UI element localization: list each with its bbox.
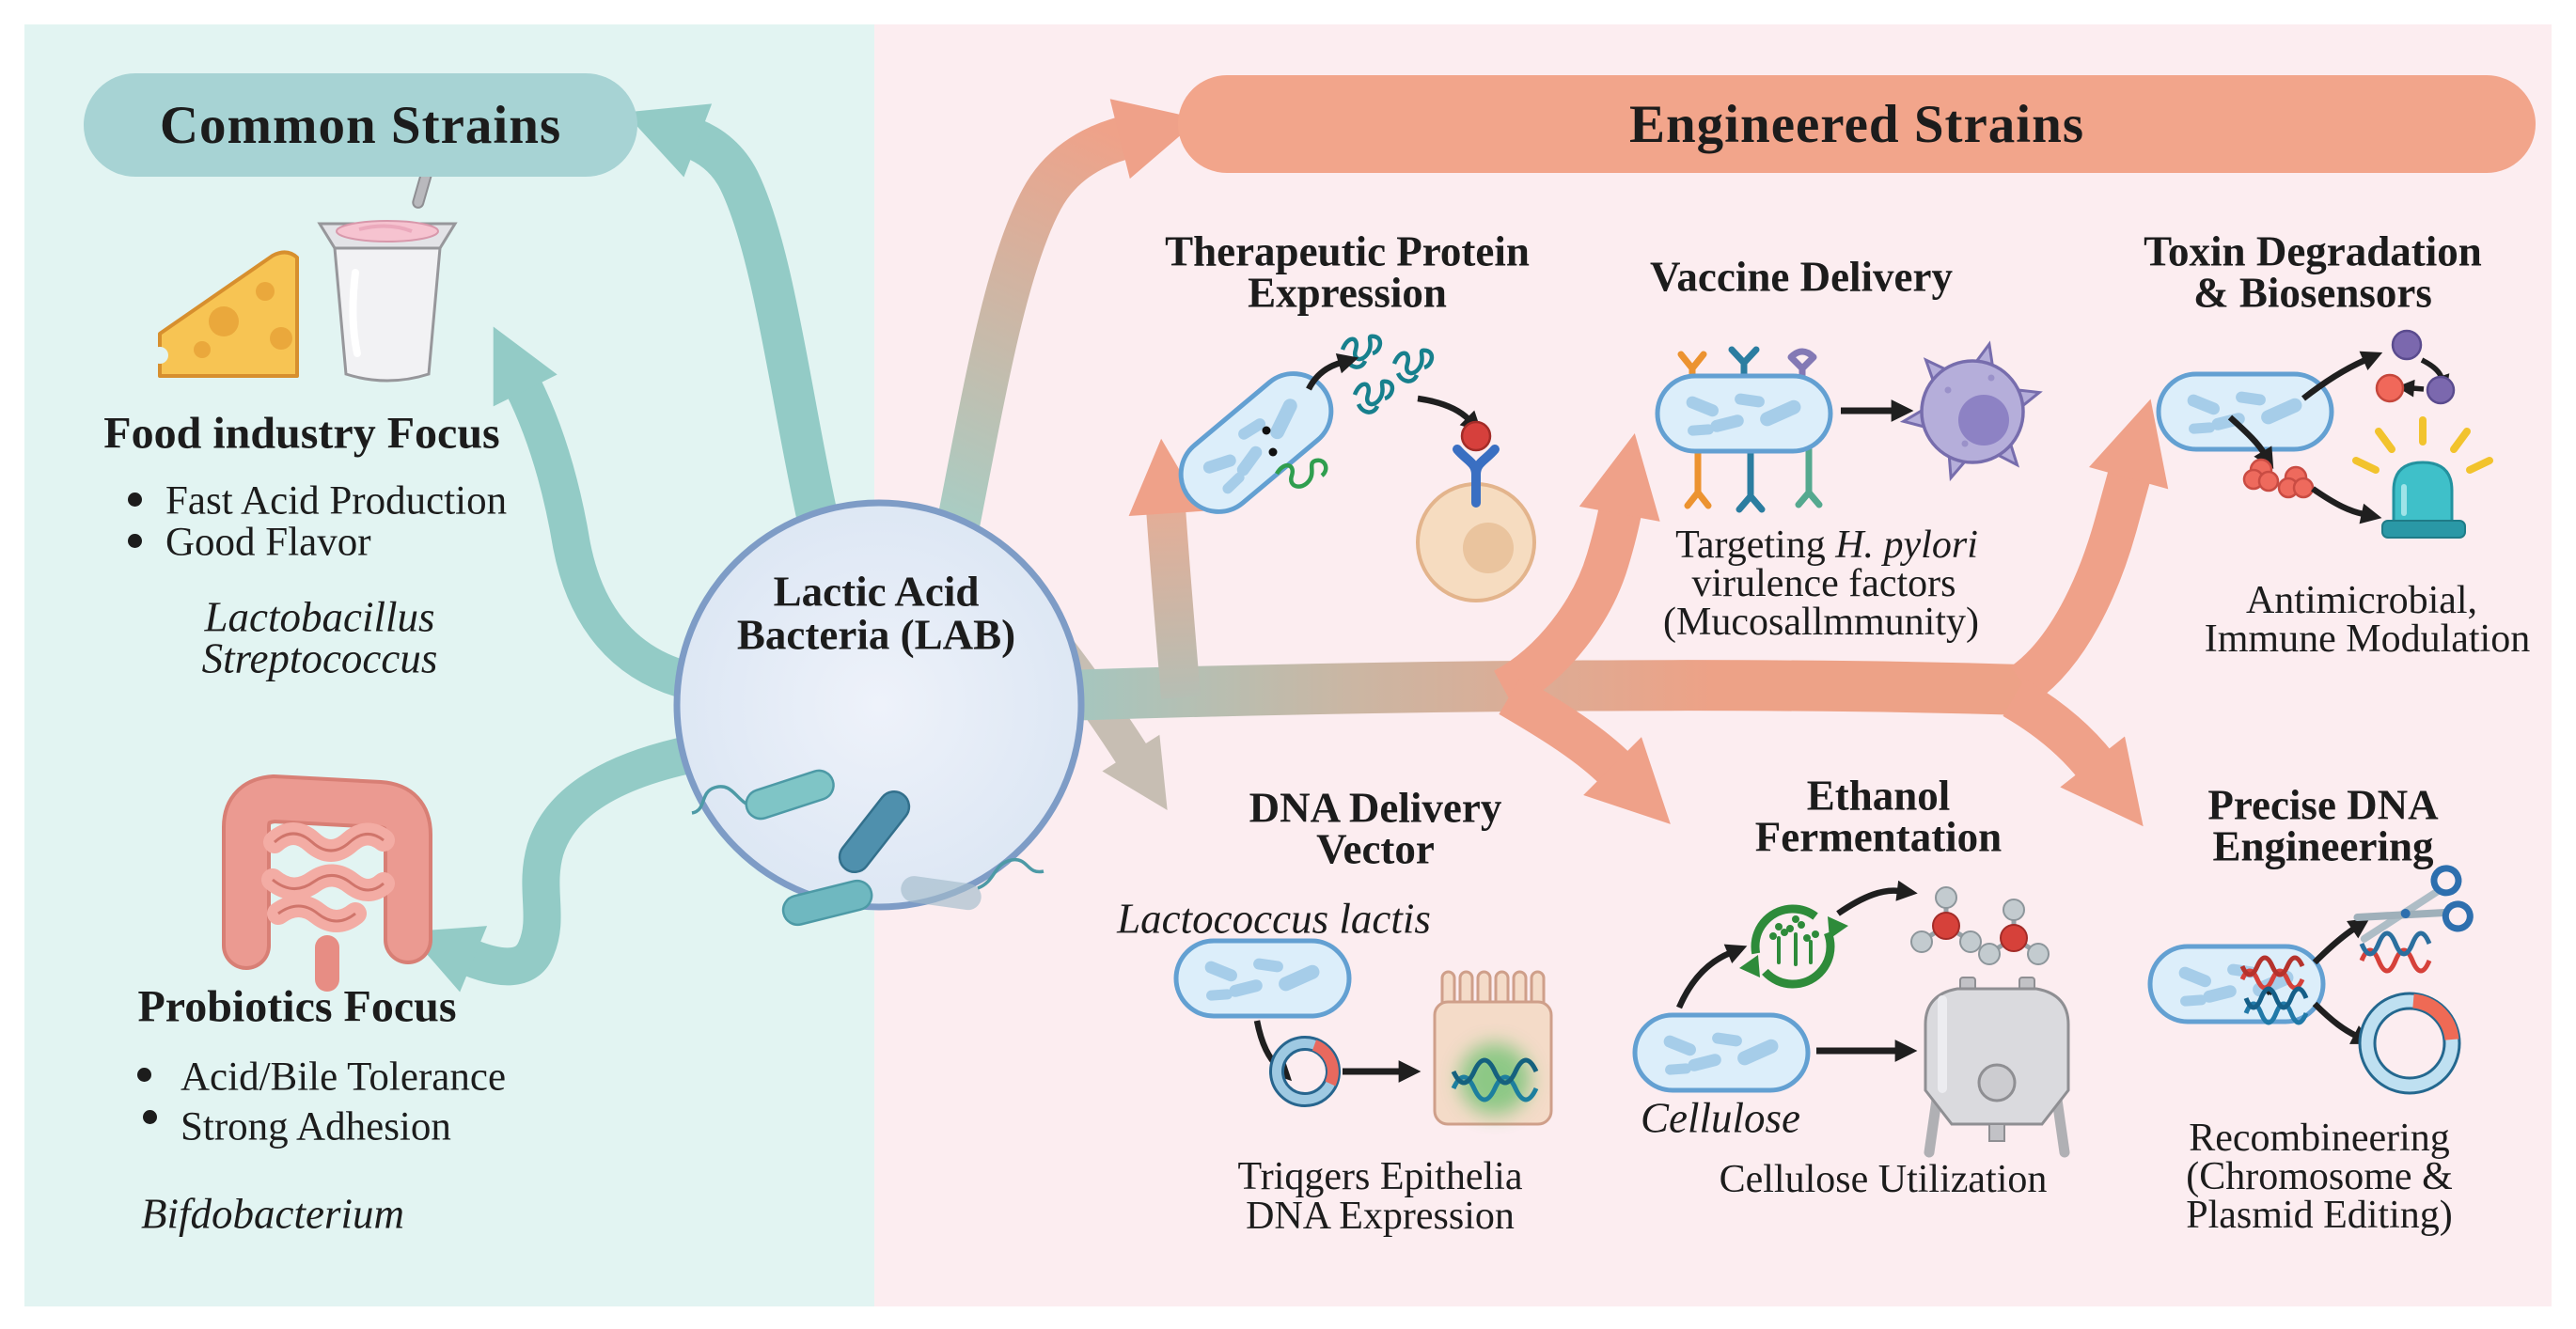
cellulose-label: Cellulose (1641, 1094, 1800, 1142)
signal-molecule-icon (2375, 373, 2405, 403)
h-pylori-italic: H. pylori (1835, 523, 1978, 567)
branch-toxin (2010, 399, 2169, 702)
precise-dna-icons (2150, 865, 2474, 1095)
scissors-icon (2353, 865, 2474, 943)
plasmid-icon (1269, 1036, 1341, 1107)
common-strains-label: Common Strains (159, 95, 562, 155)
bullet-dot (128, 493, 142, 507)
vaccine-title: Vaccine Delivery (1650, 253, 1953, 301)
precise-caption-3: Plasmid Editing) (2186, 1193, 2453, 1237)
trunk-arrow (1061, 660, 2024, 721)
cheese-icon (151, 250, 299, 378)
probiotics-bullet-1: Acid/Bile Tolerance (181, 1055, 507, 1100)
vaccine-caption-1: Targeting H. pylori (1675, 523, 1978, 567)
toxin-title-2: & Biosensors (2193, 269, 2432, 317)
food-bullet-2: Good Flavor (165, 520, 371, 565)
lab-title-line2: Bacteria (LAB) (736, 611, 1016, 659)
ethanol-caption: Cellulose Utilization (1719, 1157, 2048, 1201)
therapeutic-icons (1166, 334, 1536, 602)
branch-therapeutic (1128, 438, 1204, 699)
dna-helix-icon (2239, 955, 2309, 1025)
ethanol-title-2: Fermentation (1754, 813, 2003, 861)
food-species-1: Lactobacillus (204, 593, 435, 641)
branch-precise-dna (2003, 679, 2144, 827)
arrow-to-probiotics-focus (407, 735, 698, 993)
signal-molecule-icon (2426, 375, 2456, 405)
fermentation-tank-icon (1924, 977, 2070, 1158)
branch-ethanol (1499, 677, 1671, 824)
ethanol-title-1: Ethanol (1806, 772, 1951, 820)
ligand-ball-icon (1460, 420, 1492, 452)
precise-caption-2: (Chromosome & (2186, 1154, 2453, 1198)
ethanol-molecule-icon (1910, 886, 2050, 965)
bacterium-capsule-icon (1166, 358, 1346, 527)
probiotics-species: Bifdobacterium (141, 1190, 404, 1238)
vaccine-caption-2: virulence factors (1691, 561, 1956, 605)
engineered-strains-header: Engineered Strains (1178, 75, 2536, 173)
toxin-title-1: Toxin Degradation (2144, 227, 2482, 275)
dna-vector-caption-1: Triqgers Epithelia (1237, 1154, 1523, 1198)
toxin-caption-1: Antimicrobial, (2245, 578, 2478, 622)
lab-circle (673, 499, 1085, 927)
arrow-to-engineered-strains (934, 99, 1201, 544)
probiotics-bullet-2: Strong Adhesion (181, 1104, 451, 1149)
food-species-2: Streptococcus (201, 634, 438, 682)
toxin-caption-2: Immune Modulation (2204, 617, 2531, 661)
precise-caption-1: Recombineering (2189, 1116, 2450, 1160)
bullet-dot (143, 1110, 157, 1124)
recycle-plant-icon (1739, 904, 1848, 989)
toxin-icons (2159, 329, 2493, 539)
dna-vector-caption-2: DNA Expression (1246, 1194, 1515, 1238)
dna-vector-title-1: DNA Delivery (1249, 784, 1502, 832)
vaccine-caption-3: (Mucosallmmunity) (1663, 600, 1979, 644)
epithelial-cell-icon (1433, 970, 1553, 1126)
precise-title-1: Precise DNA (2207, 781, 2439, 829)
bacteria-circle-icon (691, 769, 1045, 927)
dna-helix-icon (1451, 1057, 1539, 1102)
host-cell-icon (1416, 482, 1536, 602)
bullet-dot (128, 534, 142, 548)
bacterium-capsule-icon (1176, 941, 1349, 1016)
intestine-icon (222, 774, 432, 992)
ethanol-icons (1635, 880, 2070, 1158)
common-strains-header: Common Strains (84, 73, 637, 177)
lab-title-line1: Lactic Acid (773, 568, 980, 616)
plasmid-icon (2358, 992, 2461, 1095)
therapeutic-title-1: Therapeutic Protein (1165, 227, 1530, 275)
engineered-strains-label: Engineered Strains (1628, 94, 2085, 154)
dna-vector-icons (1176, 941, 1553, 1126)
food-bullet-1: Fast Acid Production (165, 478, 508, 524)
bacterium-capsule-icon (1635, 1015, 1808, 1090)
bacterium-capsule-icon (1657, 376, 1830, 451)
signal-molecule-icon (2391, 329, 2423, 361)
arrow-to-common-strains (624, 103, 840, 533)
precise-title-2: Engineering (2212, 822, 2434, 870)
bacterium-capsule-icon (2159, 374, 2332, 449)
dna-helix-icon (2359, 930, 2432, 974)
arrow-to-food-focus (493, 326, 687, 697)
vaccine-icons (1657, 340, 2043, 513)
therapeutic-title-2: Expression (1248, 269, 1447, 317)
probiotics-title: Probiotics Focus (137, 981, 457, 1032)
dna-vector-species: Lactococcus lactis (1117, 895, 1431, 943)
branch-vaccine (1493, 432, 1660, 710)
receptor-icon (1453, 445, 1500, 508)
toxin-blob-icon (2242, 458, 2315, 499)
biosensor-siren-icon (2352, 416, 2493, 539)
dna-vector-title-2: Vector (1316, 825, 1435, 873)
immune-cell-icon (1899, 340, 2043, 482)
bullet-dot (137, 1068, 151, 1082)
protein-squiggle-icon (1275, 458, 1328, 489)
food-focus-title: Food industry Focus (103, 408, 500, 459)
